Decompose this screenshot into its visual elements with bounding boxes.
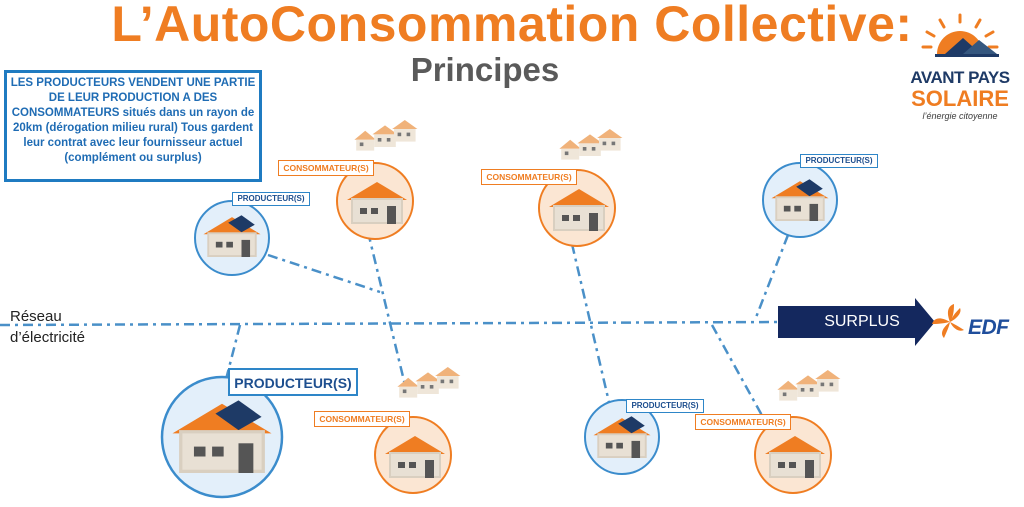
producer-label-4: PRODUCTEUR(S) — [626, 399, 704, 413]
consumer-node-2 — [538, 129, 623, 247]
producer-label-1: PRODUCTEUR(S) — [232, 192, 310, 206]
logo-text-main: SOLAIRE — [911, 86, 1009, 111]
link-producer-1 — [267, 253, 381, 294]
network-label-line2: d’électricité — [10, 329, 86, 346]
producer-label-3: PRODUCTEUR(S) — [800, 154, 878, 168]
surplus-arrow — [778, 298, 935, 346]
info-box-emphasis: LES PRODUCTEURS VENDENT UNE PARTIE DE LE… — [10, 77, 256, 119]
producer-node-2 — [160, 375, 284, 499]
connection-lines — [0, 231, 790, 431]
logo-text-top: AVANT PAYS — [910, 68, 1010, 87]
consumer-node-1 — [336, 120, 418, 240]
info-box: LES PRODUCTEURS VENDENT UNE PARTIE DE LE… — [4, 70, 262, 182]
consumer-label-4: CONSOMMATEUR(S) — [695, 414, 791, 430]
sun-houses-icon — [921, 13, 999, 57]
grid-line — [0, 320, 781, 327]
avant-pays-solaire-logo: AVANT PAYS SOLAIRE l’énergie citoyenne — [905, 10, 1015, 128]
link-consumer-1 — [366, 231, 407, 386]
link-producer-3 — [753, 234, 790, 321]
page-subtitle: Principes — [410, 51, 560, 88]
producer-node-3 — [762, 162, 838, 238]
consumer-label-2: CONSOMMATEUR(S) — [481, 169, 577, 185]
consumer-node-4 — [754, 370, 841, 494]
producer-label-2: PRODUCTEUR(S) — [228, 368, 358, 396]
link-consumer-2 — [570, 243, 614, 416]
edf-icon — [932, 304, 964, 338]
producer-node-4 — [584, 399, 660, 475]
surplus-label: SURPLUS — [824, 313, 900, 330]
consumer-node-3 — [374, 367, 461, 494]
network-label-line1: Réseau — [10, 308, 62, 325]
consumer-label-1: CONSOMMATEUR(S) — [278, 160, 374, 176]
consumer-label-3: CONSOMMATEUR(S) — [314, 411, 410, 427]
network-label: Réseau d’électricité — [10, 306, 85, 348]
producer-node-1 — [194, 200, 270, 276]
logo-tagline: l’énergie citoyenne — [922, 111, 998, 121]
info-box-text: situés dans un rayon de 20km (dérogation… — [12, 107, 255, 164]
page-title: L’AutoConsommation Collective: — [111, 0, 913, 52]
link-consumer-3 — [710, 324, 772, 431]
edf-logo-text: EDF — [968, 316, 1009, 339]
